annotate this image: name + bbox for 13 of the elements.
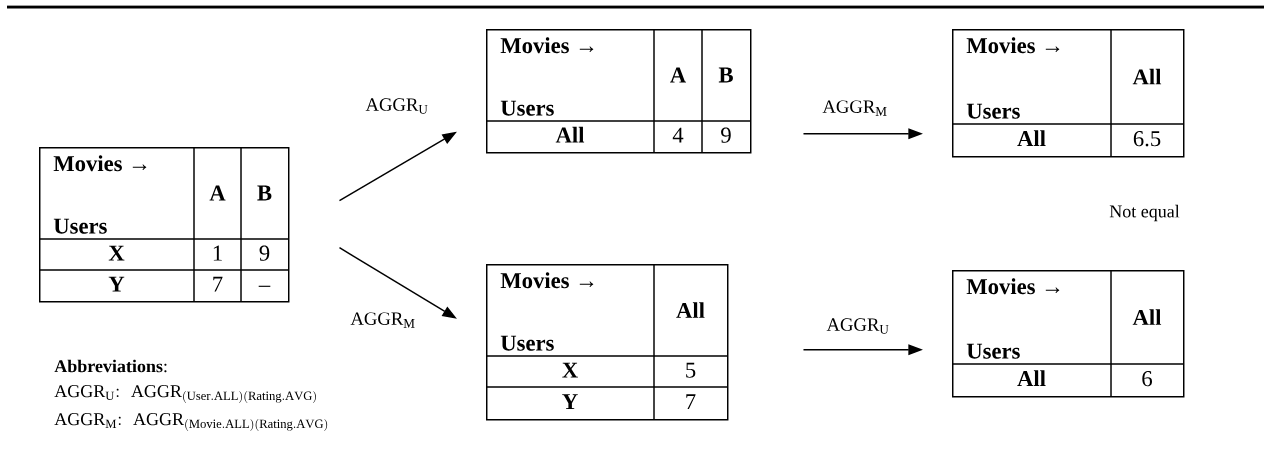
abbreviation-line: $\mathrm{AGGR_{U}{:}\;\;AGGR_{(User.ALL)(Rating.AVG)}}$	[54, 385, 316, 403]
data-table: Movies → Users A B X 1 9 Y 7 –	[38, 146, 290, 303]
abbreviation-line: $\mathrm{AGGR_{M}{:}\;\;AGGR_{(Movie.ALL)(Rating.AVG)}}$	[54, 413, 328, 431]
data-table: Movies → Users All X 5 Y 7	[485, 263, 729, 421]
data-table: Movies → Users All All 6.5	[951, 28, 1185, 158]
edge-label: AGGR$_{M}$	[821, 99, 889, 117]
note-text: Not equal	[1109, 204, 1180, 222]
edge-label: AGGR$_{M}$	[349, 311, 417, 329]
abbreviations-heading: Abbreviations:	[54, 359, 167, 373]
data-table: Movies → Users A B All 4 9	[485, 28, 752, 154]
edge-label: AGGR$_{U}$	[825, 317, 891, 335]
edge-label: AGGR$_{U}$	[364, 97, 430, 115]
data-table: Movies → Users All All 6	[951, 269, 1185, 398]
